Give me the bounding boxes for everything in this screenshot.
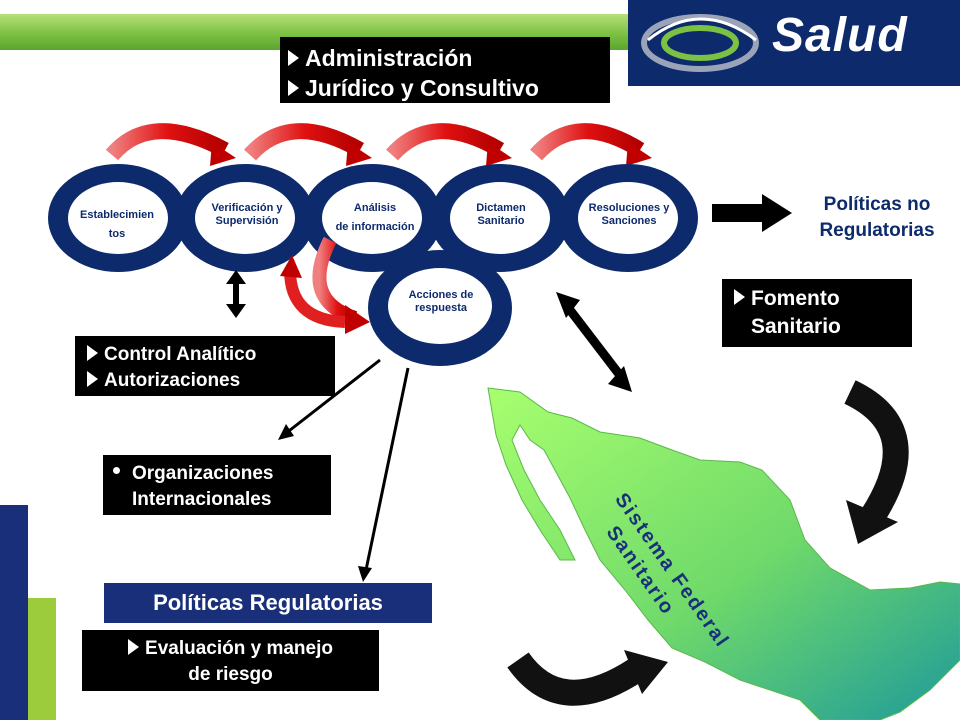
arrow-organizaciones xyxy=(278,358,381,440)
mexico-map xyxy=(487,387,960,720)
admin-box: Administración Jurídico y Consultivo xyxy=(280,37,610,103)
curved-arrow-fomento xyxy=(844,380,909,544)
arrow-politicas-no xyxy=(712,194,792,232)
ring-label-analisis: Análisis de información xyxy=(335,202,415,233)
ring-label-dictamen: Dictamen Sanitario xyxy=(476,202,526,227)
politicas-regulatorias-box: Políticas Regulatorias xyxy=(104,583,432,623)
fomento-box: Fomento Sanitario xyxy=(722,279,912,347)
ring-label-verificacion: Verificación y Supervisión xyxy=(211,202,283,227)
red-loop-arrows xyxy=(280,236,370,334)
bullet-arrow-icon xyxy=(87,370,98,387)
bullet-arrow-icon xyxy=(288,49,299,66)
control-box: Control Analítico Autorizaciones xyxy=(75,336,335,396)
evaluacion-box: Evaluación y manejo de riesgo xyxy=(82,630,379,691)
ring-label-resoluciones: Resoluciones y Sanciones xyxy=(588,202,670,227)
ring-label-acciones: Acciones de respuesta xyxy=(408,289,474,314)
bullet-arrow-icon xyxy=(734,289,745,306)
left-decor-bar xyxy=(0,505,28,720)
ring-analisis xyxy=(302,164,442,272)
arrow-politicas-regulatorias xyxy=(358,367,410,582)
salud-logo-text: Salud xyxy=(772,9,908,62)
ring-verificacion xyxy=(175,164,315,272)
ring-label-establecimientos: Establecimien tos xyxy=(80,209,154,240)
curved-arrow-bottom xyxy=(507,650,668,706)
organizaciones-box: Organizaciones Internacionales xyxy=(103,455,331,515)
bullet-arrow-icon xyxy=(288,79,299,96)
ring-establecimientos xyxy=(48,164,188,272)
ring-dictamen xyxy=(430,164,570,272)
bullet-dot-icon xyxy=(113,467,120,475)
bullet-arrow-icon xyxy=(128,638,140,655)
double-arrow-map xyxy=(556,292,632,392)
bullet-arrow-icon xyxy=(87,344,98,361)
left-decor-bar-green xyxy=(28,598,56,720)
ring-resoluciones xyxy=(558,164,698,272)
politicas-no-regulatorias: Políticas no Regulatorias xyxy=(819,194,935,241)
ring-acciones xyxy=(368,250,512,366)
double-arrow-control xyxy=(226,270,246,318)
red-cycle-arrows xyxy=(105,123,652,166)
salud-logo xyxy=(628,0,960,86)
